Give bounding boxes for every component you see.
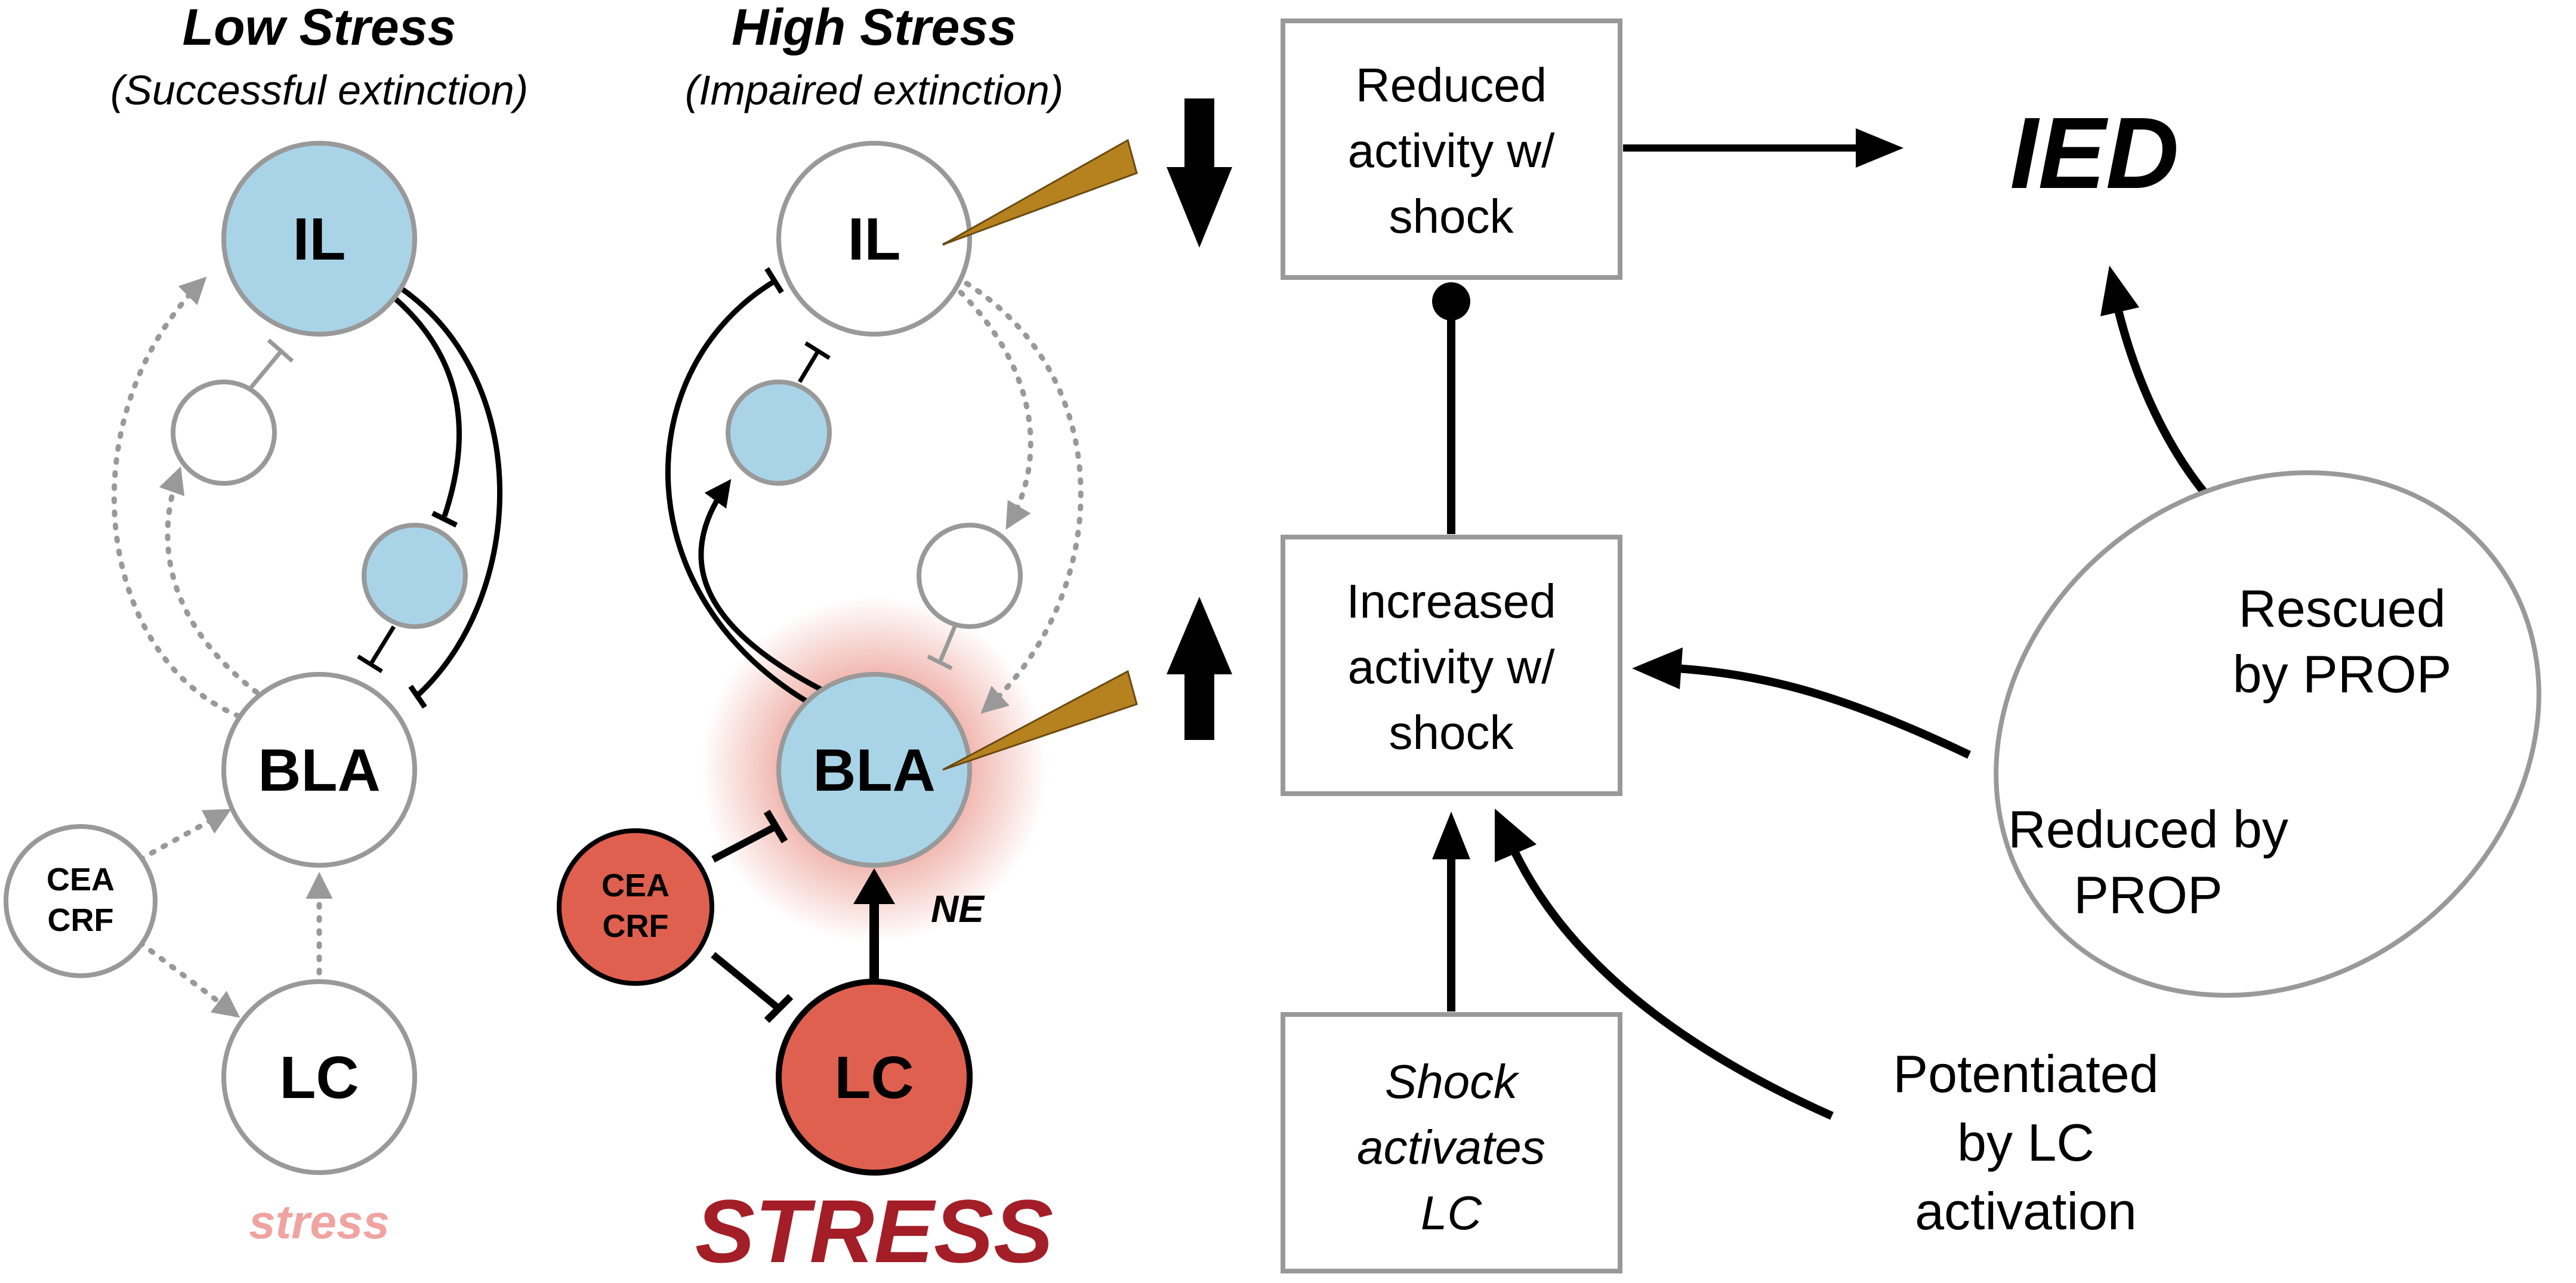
high-il-tee <box>764 267 784 294</box>
high-bla-label: BLA <box>813 737 936 804</box>
low-crf-label: CRF <box>48 902 114 938</box>
low-interneuron-gray <box>171 380 277 486</box>
high-interneuron-blue <box>726 380 832 486</box>
reduced-by-line-2: PROP <box>2074 865 2222 924</box>
low-il-label: IL <box>293 206 346 273</box>
low-lc-label: LC <box>279 1044 359 1111</box>
low-interneuron-inhibit-bla <box>368 625 396 667</box>
rescued-by-prop-arrowhead <box>2100 266 2139 316</box>
low-bla-tee-1 <box>408 684 427 709</box>
low-interneuron-inhibit-il <box>249 350 282 390</box>
high-interneuron-inhibit-bla <box>937 625 957 664</box>
link-ball-icon <box>1432 282 1470 320</box>
shock-box-line-2: activates <box>1357 1121 1545 1174</box>
high-bla-to-interneuron <box>698 479 828 695</box>
low-interneuron-tee-1 <box>431 510 458 528</box>
shock-activates-lc-box <box>1281 1012 1622 1273</box>
low-stress-subtitle: (Successful extinction) <box>110 67 528 113</box>
high-bla-node <box>776 672 972 868</box>
shock-box-line-3: LC <box>1421 1186 1482 1239</box>
reduced-box-line-1: Reduced <box>1356 58 1547 112</box>
up-arrow-icon <box>1167 597 1232 740</box>
low-cea-to-lc-dotted <box>137 940 240 1018</box>
low-bla-to-interneuron-dotted <box>159 466 260 695</box>
potentiated-arrowhead <box>1495 809 1537 862</box>
ne-label: NE <box>931 887 985 930</box>
high-stress-title: High Stress <box>732 0 1017 56</box>
low-lc-node <box>221 979 417 1175</box>
high-cea-crf-node <box>557 828 714 986</box>
low-il-to-bla <box>392 281 503 698</box>
increased-box-line-1: Increased <box>1346 575 1556 628</box>
reduced-box-line-2: activity w/ <box>1348 124 1555 177</box>
low-bla-node <box>221 672 417 868</box>
high-il-to-interneuron-dotted <box>958 289 1034 530</box>
potentiated-line-3: activation <box>1915 1182 2137 1241</box>
low-il-to-interneuron <box>386 290 462 517</box>
shock-box-line-1: Shock <box>1385 1055 1520 1108</box>
low-stress-footer: stress <box>249 1195 390 1248</box>
high-stress-footer: STRESS <box>695 1181 1053 1281</box>
low-il-node <box>221 141 417 337</box>
low-cea-to-bla-dotted <box>137 809 232 862</box>
potentiated-line-2: by LC <box>1957 1113 2094 1172</box>
high-cea-to-lc <box>711 952 781 1011</box>
increased-activity-box <box>1281 535 1622 796</box>
high-interneuron-inhibit-il <box>797 351 820 383</box>
high-il-to-bla-dotted <box>964 280 1084 714</box>
potentiated-line-1: Potentiated <box>1893 1044 2158 1103</box>
low-interneuron-blue <box>362 523 468 629</box>
low-stress-panel: Low Stress (Successful extinction) IL BL… <box>4 0 528 1248</box>
high-stress-panel: High Stress (Impaired extinction) NE IL … <box>557 0 1138 1281</box>
ied-label: IED <box>2010 97 2179 210</box>
high-interneuron-gray <box>917 523 1023 629</box>
low-cea-label: CEA <box>47 862 115 898</box>
high-il-node <box>776 141 972 337</box>
high-cea-lc-tee <box>764 994 794 1023</box>
bla-electrode-icon <box>942 670 1138 771</box>
low-inhibit-tee-bar-2 <box>357 655 383 673</box>
increased-box-line-3: shock <box>1389 706 1514 759</box>
potentiated-curve-arrow <box>1508 846 1834 1120</box>
high-stress-subtitle: (Impaired extinction) <box>685 67 1063 113</box>
high-il-label: IL <box>848 206 901 273</box>
il-electrode-icon <box>942 138 1138 246</box>
high-lc-to-bla-arrowhead <box>853 868 895 904</box>
low-stress-title: Low Stress <box>183 0 456 56</box>
reduced-by-prop-arrow <box>1676 664 1972 759</box>
reduced-box-line-3: shock <box>1389 190 1514 243</box>
reduced-by-line-1: Reduced by <box>2008 800 2288 859</box>
low-bla-label: BLA <box>258 737 381 804</box>
high-inhibit-tee-bar <box>804 341 831 360</box>
reduced-to-ied-arrowhead <box>1856 128 1904 168</box>
high-crf-label: CRF <box>603 908 669 944</box>
high-cea-bla-tee <box>763 809 788 844</box>
reduced-by-prop-arrowhead <box>1632 647 1683 689</box>
reduced-activity-box <box>1281 18 1622 280</box>
low-inhibit-tee-bar <box>267 338 294 363</box>
high-cea-label: CEA <box>601 868 670 903</box>
flow-panel: Reduced activity w/ shock IED Increased … <box>1167 18 2541 1273</box>
down-arrow-icon <box>1167 98 1232 248</box>
low-cea-crf-node <box>4 824 158 978</box>
high-lc-label: LC <box>834 1044 914 1111</box>
increased-box-line-2: activity w/ <box>1348 640 1555 693</box>
high-cea-to-bla <box>711 823 778 863</box>
high-inhibit-tee-bar-2 <box>927 654 953 671</box>
shock-to-increased-arrowhead <box>1432 812 1470 859</box>
low-bla-to-il-dotted <box>111 276 242 719</box>
high-lc-node <box>776 979 973 1176</box>
high-bla-to-il <box>665 278 813 707</box>
rescued-line-2: by PROP <box>2233 644 2452 704</box>
rescued-line-1: Rescued <box>2238 579 2445 638</box>
prop-ellipse <box>1994 470 2541 998</box>
